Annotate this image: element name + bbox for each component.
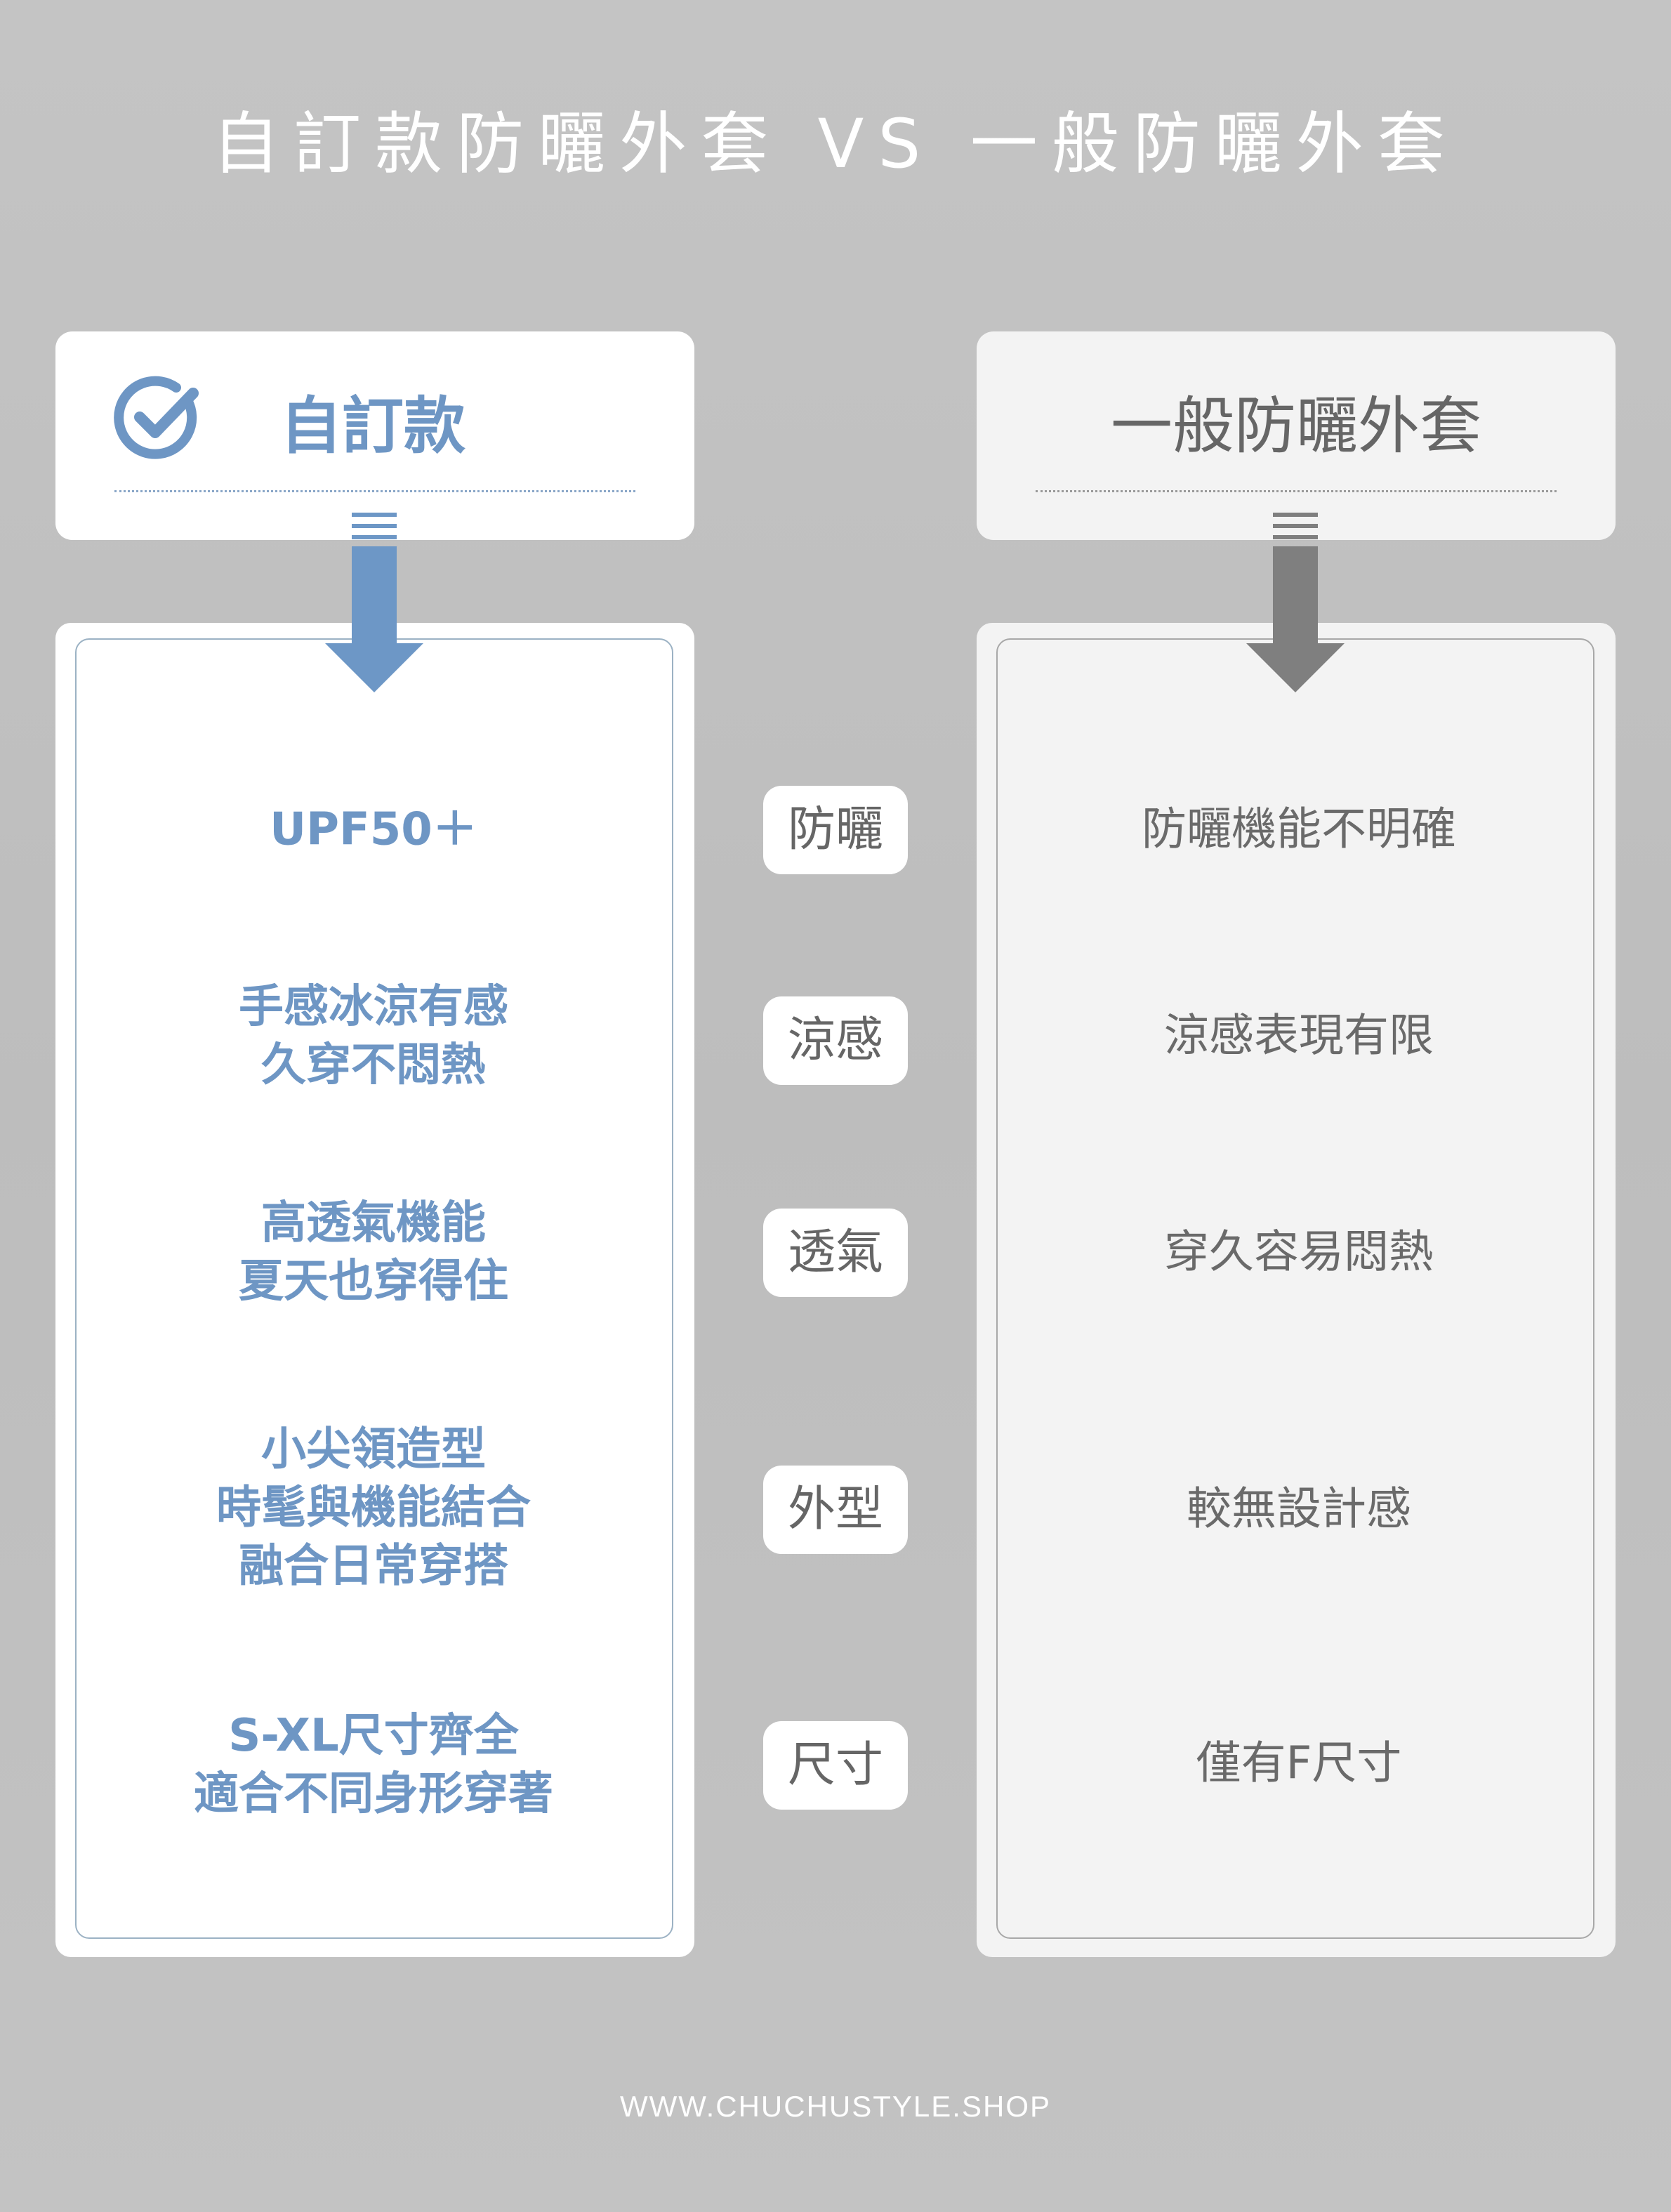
category-label-style: 外型 [763, 1466, 908, 1554]
category-label-breathability: 透氣 [763, 1209, 908, 1297]
category-label-size: 尺寸 [763, 1721, 908, 1810]
custom-feature-breathability: 高透氣機能 夏天也穿得住 [239, 1197, 508, 1308]
general-feature-uv: 防曬機能不明確 [1142, 803, 1456, 856]
page-title: 自訂款防曬外套 VS 一般防曬外套 [212, 105, 1459, 183]
general-feature-cooling: 涼感表現有限 [1164, 1010, 1434, 1062]
header-divider [114, 490, 635, 492]
general-header-card: 一般防曬外套 [977, 331, 1616, 540]
general-header-label: 一般防曬外套 [1110, 390, 1481, 462]
website-link[interactable]: WWW.CHUCHUSTYLE.SHOP [619, 2090, 1051, 2123]
custom-feature-style: 小尖領造型 時髦與機能結合 融合日常穿搭 [216, 1423, 531, 1593]
header-divider [1036, 490, 1557, 492]
general-feature-size: 僅有F尺寸 [1196, 1737, 1402, 1790]
custom-panel [55, 623, 694, 1957]
custom-feature-uv: UPF50＋ [270, 803, 477, 856]
custom-header-card: 自訂款 [55, 331, 694, 540]
custom-header-label: 自訂款 [280, 390, 466, 462]
arrow-down-icon [1246, 513, 1345, 692]
custom-feature-cooling: 手感冰涼有感 久穿不悶熱 [239, 981, 508, 1091]
general-feature-style: 較無設計感 [1187, 1483, 1411, 1536]
arrow-down-icon [325, 513, 423, 692]
general-panel [977, 623, 1616, 1957]
general-feature-breathability: 穿久容易悶熱 [1164, 1226, 1434, 1279]
custom-feature-size: S-XL尺寸齊全 適合不同身形穿著 [194, 1710, 553, 1820]
category-label-uv: 防曬 [763, 786, 908, 874]
category-label-cooling: 涼感 [763, 996, 908, 1085]
check-circle-icon [114, 376, 199, 459]
